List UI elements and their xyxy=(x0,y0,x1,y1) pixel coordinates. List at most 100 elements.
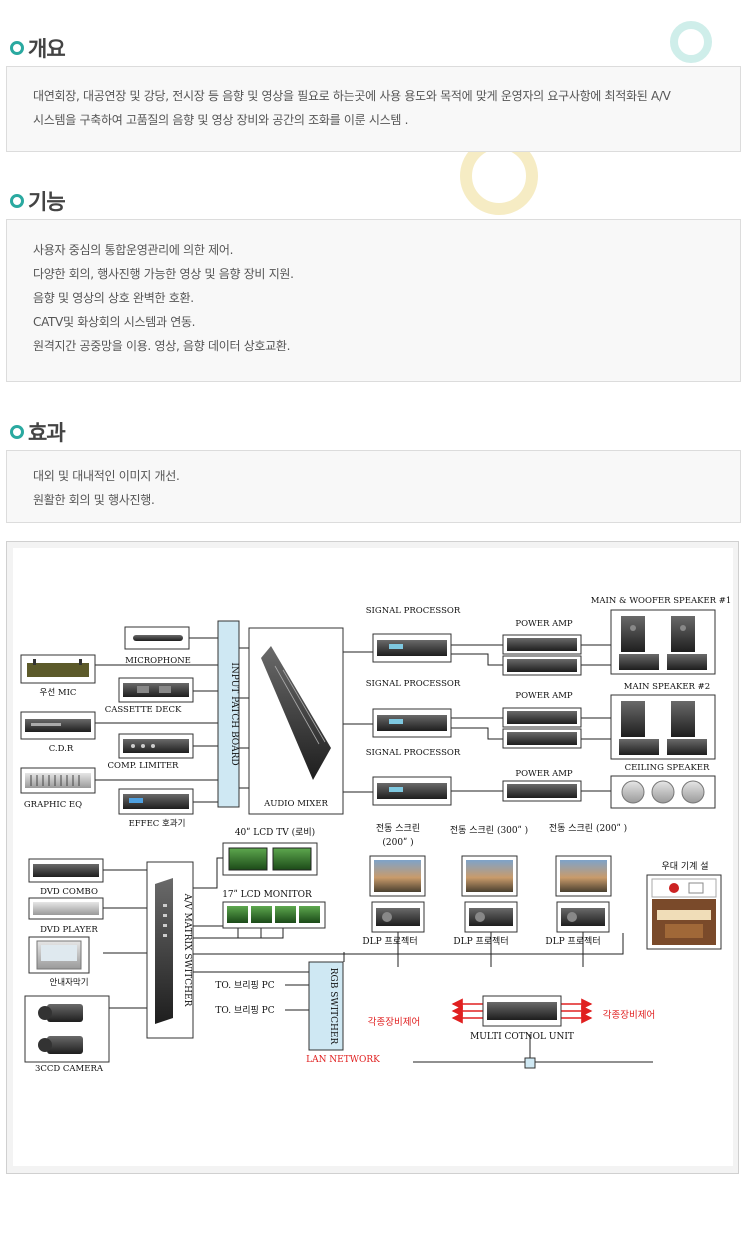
lcd-monitor-label: 17ʺ LCD MONITOR xyxy=(222,889,312,900)
audio-mixer-label: AUDIO MIXER xyxy=(263,799,328,809)
main-woofer-speaker-1 xyxy=(610,609,716,675)
features-heading: 기능 xyxy=(10,186,66,216)
power-amp-device xyxy=(502,707,582,749)
input-patch-board xyxy=(217,620,240,808)
overview-title: 개요 xyxy=(28,37,66,61)
screen-1-label: 전동 스크린 xyxy=(376,823,420,834)
audio-mixer-device xyxy=(248,627,344,815)
overview-panel: 대연회장, 대공연장 및 강당, 전시장 등 음향 및 영상을 필요로 하는곳에… xyxy=(6,66,741,152)
signal-processor-label: SIGNAL PROCESSOR xyxy=(366,606,461,616)
control-arrows xyxy=(451,998,593,1024)
caption-generator-label: 안내자막기 xyxy=(49,977,88,988)
briefing-pc-label: TO. 브리핑 PC xyxy=(215,1005,274,1016)
screen-3-label: 전동 스크린 (200ʺ ) xyxy=(549,823,627,834)
dvd-player-label: DVD PLAYER xyxy=(40,925,98,935)
microphone-label: MICROPHONE xyxy=(125,656,191,666)
graphic-eq-label: GRAPHIC EQ xyxy=(24,800,82,810)
dlp-label: DLP 프로젝터 xyxy=(453,936,508,947)
effect-label: EFFEC 호과기 xyxy=(129,819,186,829)
power-amp-device xyxy=(502,780,582,802)
dvd-combo-label: DVD COMBO xyxy=(40,887,98,897)
effects-heading: 효과 xyxy=(10,417,66,447)
features-line: 원격지간 공중망을 이용. 영상, 음향 데이터 상호교환. xyxy=(33,339,291,353)
3ccd-camera-device xyxy=(24,995,110,1063)
av-matrix-switcher xyxy=(146,861,194,1039)
power-amp-label: POWER AMP xyxy=(515,769,573,779)
features-panel: 사용자 중심의 통합운영관리에 의한 제어. 다양한 회의, 행사진행 가능한 … xyxy=(6,219,741,382)
signal-processor-device xyxy=(372,776,452,806)
input-patch-label: INPUT PATCH BOARD xyxy=(229,662,239,765)
teal-circle-decoration xyxy=(670,21,712,63)
lan-network-label: LAN NETWORK xyxy=(306,1055,380,1065)
dlp-projector xyxy=(371,901,425,933)
av-matrix-label: A/V MATRIX SWITCHER xyxy=(182,893,192,1007)
rgb-switcher xyxy=(308,961,344,1051)
power-amp-label: POWER AMP xyxy=(515,691,573,701)
bullet-ring-icon xyxy=(10,194,24,208)
device-control-label: 각종장비제어 xyxy=(603,1009,655,1021)
speaker-2-label: MAIN SPEAKER #2 xyxy=(624,682,710,692)
effects-line: 원활한 회의 및 행사진행. xyxy=(33,493,155,507)
rgb-switcher-label: RGB SWITCHER xyxy=(328,968,338,1045)
dlp-label: DLP 프로젝터 xyxy=(545,936,600,947)
features-line: 다양한 회의, 행사진행 가능한 영상 및 음향 장비 지원. xyxy=(33,267,294,281)
signal-processor-device xyxy=(372,633,452,663)
effects-line: 대외 및 대내적인 이미지 개선. xyxy=(33,469,180,483)
overview-heading: 개요 xyxy=(10,33,66,63)
lan-hub-node xyxy=(524,1057,536,1069)
signal-processor-label: SIGNAL PROCESSOR xyxy=(366,679,461,689)
screen-2-label: 전동 스크린 (300ʺ ) xyxy=(450,825,528,836)
multi-control-unit xyxy=(482,995,562,1027)
multi-control-label: MULTI COTNOL UNIT xyxy=(470,1032,574,1042)
connection-lines xyxy=(95,637,653,1063)
features-line: CATV및 화상회의 시스템과 연동. xyxy=(33,315,196,329)
dvd-combo-device xyxy=(28,858,104,883)
graphic-eq-device xyxy=(20,767,96,794)
signal-processor-device xyxy=(372,708,452,738)
power-amp-label: POWER AMP xyxy=(515,619,573,629)
dlp-projector xyxy=(464,901,518,933)
av-system-diagram: MICROPHONE 우선 MIC CASSETTE DECK C.D.R CO… xyxy=(13,548,733,1166)
features-line: 사용자 중심의 통합운영관리에 의한 제어. xyxy=(33,243,234,257)
power-amp-device xyxy=(502,634,582,676)
wireless-mic-label: 우선 MIC xyxy=(40,688,77,698)
caption-generator-device xyxy=(28,936,90,974)
screen-1-size: (200ʺ ) xyxy=(382,837,413,848)
cdr-label: C.D.R xyxy=(49,744,74,754)
camera-label: 3CCD CAMERA xyxy=(35,1064,104,1074)
lcd-tv-label: 40ʺ LCD TV (로비) xyxy=(235,827,315,838)
dlp-projector xyxy=(556,901,610,933)
dvd-player-device xyxy=(28,897,104,920)
motorized-screen xyxy=(461,855,518,897)
effect-device xyxy=(118,788,194,815)
device-control-label: 각종장비제어 xyxy=(368,1016,420,1028)
cassette-deck-device xyxy=(118,677,194,703)
podium-stage xyxy=(646,874,722,950)
effects-title: 효과 xyxy=(28,421,66,445)
wireless-mic-device xyxy=(20,654,96,684)
motorized-screen xyxy=(555,855,612,897)
motorized-screen xyxy=(369,855,426,897)
overview-line: 대연회장, 대공연장 및 강당, 전시장 등 음향 및 영상을 필요로 하는곳에… xyxy=(33,89,671,103)
lcd-monitor-device xyxy=(222,901,326,929)
ceiling-speaker-label: CEILING SPEAKER xyxy=(625,763,710,773)
features-title: 기능 xyxy=(28,190,66,214)
effects-panel: 대외 및 대내적인 이미지 개선. 원활한 회의 및 행사진행. xyxy=(6,450,741,523)
bullet-ring-icon xyxy=(10,41,24,55)
speaker-1-label: MAIN & WOOFER SPEAKER #1 xyxy=(591,596,732,606)
podium-label: 우대 기계 설 xyxy=(661,860,708,872)
microphone-device xyxy=(124,626,190,650)
signal-processor-label: SIGNAL PROCESSOR xyxy=(366,748,461,758)
comp-limiter-label: COMP. LIMITER xyxy=(108,761,180,771)
main-speaker-2 xyxy=(610,694,716,760)
cdr-device xyxy=(20,711,96,740)
cassette-deck-label: CASSETTE DECK xyxy=(105,705,182,715)
lcd-tv-device xyxy=(222,842,318,876)
comp-limiter-device xyxy=(118,733,194,759)
bullet-ring-icon xyxy=(10,425,24,439)
overview-line: 시스템을 구축하여 고품질의 음향 및 영상 장비와 공간의 조화를 이룬 시스… xyxy=(33,113,409,127)
briefing-pc-label: TO. 브리핑 PC xyxy=(215,980,274,991)
dlp-label: DLP 프로젝터 xyxy=(362,936,417,947)
features-line: 음향 및 영상의 상호 완벽한 호환. xyxy=(33,291,194,305)
ceiling-speaker xyxy=(610,775,716,809)
